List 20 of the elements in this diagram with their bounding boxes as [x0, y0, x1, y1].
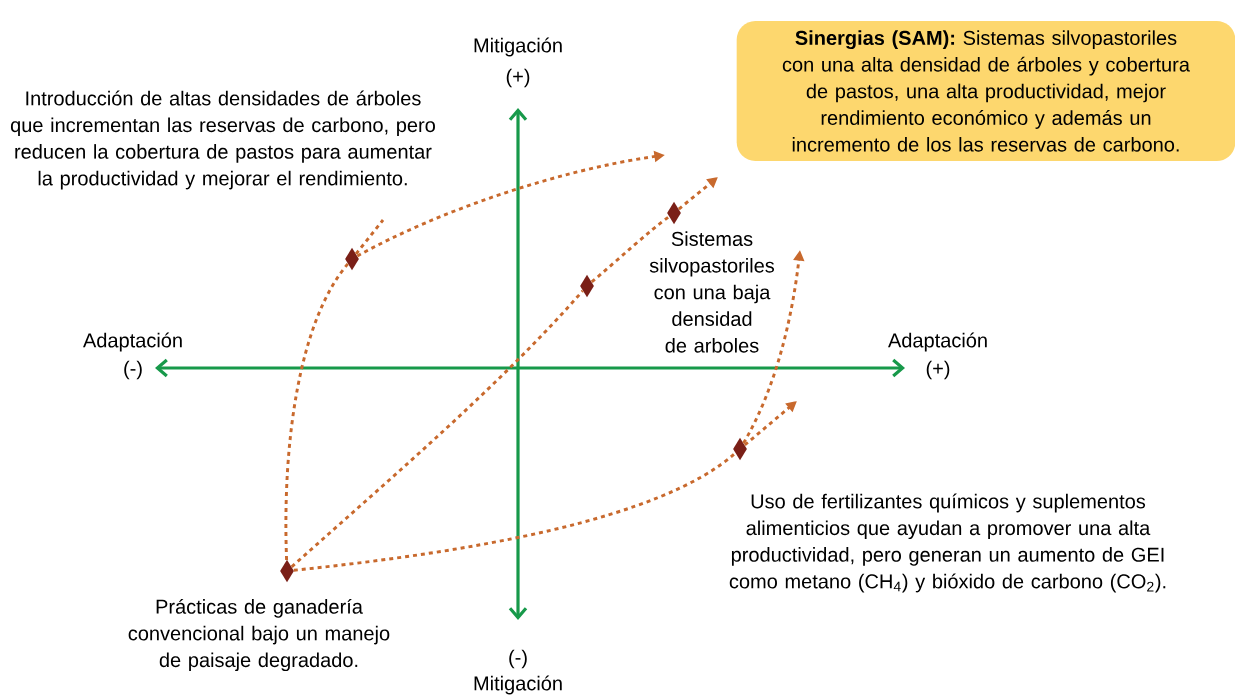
dotted-arrow [677, 177, 718, 211]
axis-label: (-) [509, 649, 527, 669]
diamond-marker [580, 274, 594, 298]
diamond-marker [280, 559, 294, 583]
axis-label: Mitigación [474, 675, 562, 695]
annotation-text: Introducción de altas densidades de árboles que incrementan las reservas de carbono, pero reducen la cobertura de pastos para aumentar la productividad y mejorar el rendimiento. [10, 90, 435, 190]
axis-label: Adaptación [888, 332, 987, 352]
diamond-marker [345, 247, 359, 271]
diamond-marker [733, 437, 747, 461]
axis-label: (+) [926, 360, 950, 380]
axis-label: (+) [506, 68, 530, 88]
axis-label: Mitigación [474, 37, 562, 57]
callout-box: Sinergias (SAM): Sistemas silvopastoriles con una alta densidad de árboles y cobertura de pastos, una alta productividad, mejor rendimiento económico y además un incremento de los las reservas de carbono. [736, 21, 1235, 161]
axis-label: (-) [124, 360, 142, 380]
annotation-text: Prácticas de ganadería convencional bajo un manejo de paisaje degradado. [128, 598, 390, 672]
diamond-marker [667, 201, 681, 225]
axis-label: Adaptación [83, 332, 182, 352]
dotted-arrow [743, 401, 797, 447]
annotation-text: Sistemas silvopastoriles con una baja densidad de arboles [649, 231, 775, 353]
annotation-text: Uso de fertilizantes químicos y suplementos alimenticios que ayudan a promover una alta productividad, pero generan un aumento de GEI como metano (CH$_{4}$) y bióxido de carbono (CO$_{2}$). [729, 493, 1166, 593]
